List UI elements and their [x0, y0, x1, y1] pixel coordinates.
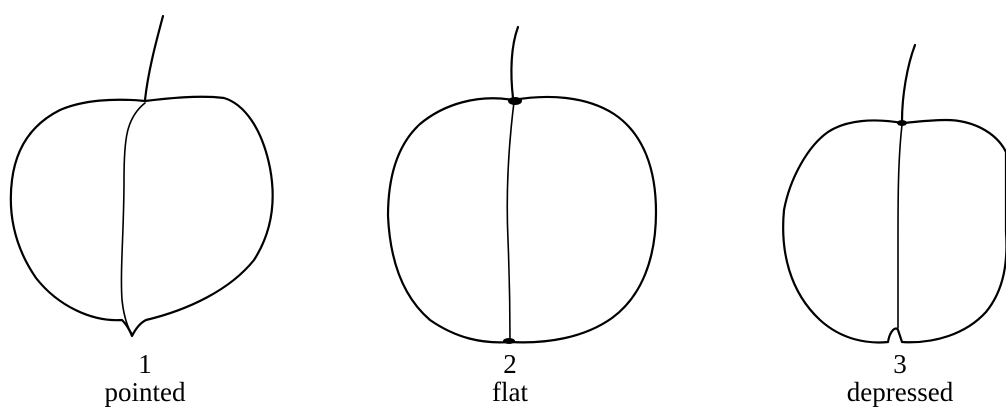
fruit-2-stalk	[511, 27, 518, 98]
fruit-3-stalk	[902, 45, 915, 121]
fruit-3-number: 3	[800, 350, 1000, 378]
fruit-3-depressed-drawing	[783, 45, 1006, 342]
fruit-1-outline	[11, 97, 273, 336]
fruit-1-pointed-drawing	[11, 16, 273, 336]
fruit-3-stalk-cavity	[897, 120, 907, 126]
fruit-2-caption: 2 flat	[410, 350, 610, 406]
fruit-2-stalk-cavity	[508, 97, 522, 105]
fruit-3-outline	[783, 120, 1006, 342]
fruit-1-stalk	[145, 16, 163, 100]
fruit-2-outline	[388, 97, 656, 342]
fruit-1-suture-line	[121, 103, 145, 334]
fruit-2-flat-drawing	[388, 27, 656, 344]
fruit-2-name: flat	[410, 378, 610, 406]
fruit-3-caption: 3 depressed	[800, 350, 1000, 406]
fruit-1-name: pointed	[45, 378, 245, 406]
fruit-1-number: 1	[45, 350, 245, 378]
fruit-3-suture-line	[898, 125, 902, 328]
fruit-3-name: depressed	[800, 378, 1000, 406]
fruit-2-eye	[503, 338, 515, 344]
fruit-2-suture-line	[507, 102, 514, 340]
fruit-2-number: 2	[410, 350, 610, 378]
fruit-1-caption: 1 pointed	[45, 350, 245, 406]
